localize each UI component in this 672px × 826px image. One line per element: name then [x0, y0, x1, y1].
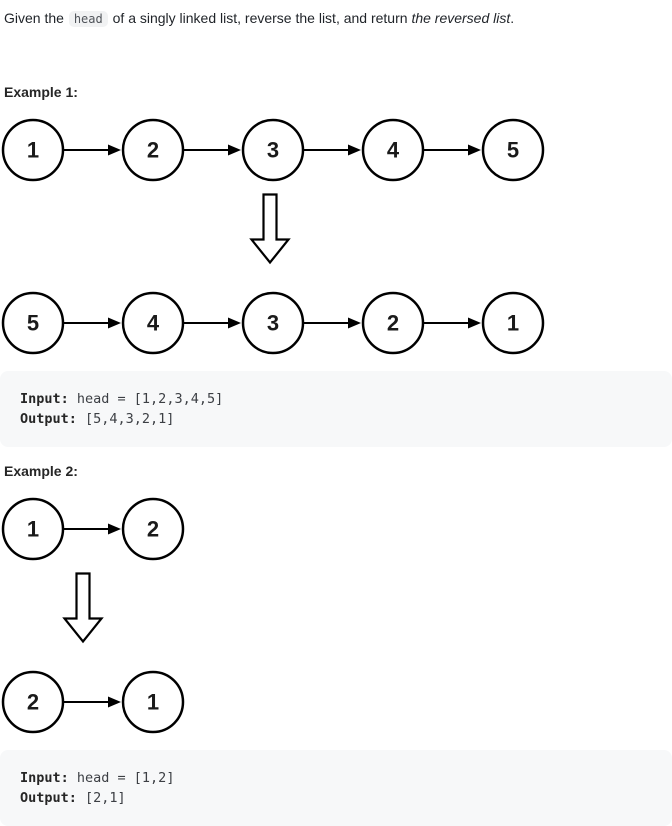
linked-list-svg: 1 2 3 4 5 — [1, 118, 545, 182]
example-1: Example 1: 1 2 3 4 5 5 4 3 2 1 Input: head = [1,… — [0, 85, 672, 447]
node-circle — [121, 118, 185, 182]
node-circle — [481, 118, 545, 182]
problem-text-period: . — [510, 10, 515, 26]
inline-code-head: head — [68, 11, 108, 27]
input-label: Input: — [20, 391, 69, 407]
linked-list-svg: 5 4 3 2 1 — [1, 291, 545, 355]
next-pointer-arrowhead — [108, 144, 121, 156]
next-pointer-arrowhead — [468, 317, 481, 329]
output-label: Output: — [20, 790, 77, 806]
next-pointer-arrowhead — [108, 696, 121, 708]
example-label: Example 1: — [4, 84, 78, 100]
node-value: 1 — [27, 138, 39, 163]
down-arrow-icon — [61, 572, 672, 649]
node-value: 3 — [267, 138, 279, 163]
node-circle — [1, 291, 65, 355]
node-circle — [241, 291, 305, 355]
problem-statement: Given the head of a singly linked list, … — [4, 8, 662, 29]
output-label: Output: — [20, 411, 77, 427]
node-value: 2 — [147, 138, 159, 163]
problem-text-before: Given the — [4, 10, 68, 26]
node-value: 5 — [27, 311, 39, 336]
node-circle — [361, 291, 425, 355]
example-io-block: Input: head = [1,2,3,4,5] Output: [5,4,3… — [0, 371, 672, 447]
down-arrow-icon — [248, 193, 672, 270]
node-circle — [121, 291, 185, 355]
problem-text-emphasis: the reversed list — [411, 10, 511, 26]
node-value: 1 — [147, 690, 159, 715]
node-value: 3 — [267, 311, 279, 336]
linked-list-after: 5 4 3 2 1 — [0, 289, 672, 362]
problem-text-middle: of a singly linked list, reverse the lis… — [108, 10, 412, 26]
input-value: head = [1,2,3,4,5] — [68, 391, 224, 407]
node-value: 2 — [387, 311, 399, 336]
node-value: 5 — [507, 138, 519, 163]
linked-list-before: 1 2 3 4 5 — [0, 116, 672, 189]
input-label: Input: — [20, 770, 69, 786]
output-value: [5,4,3,2,1] — [76, 411, 175, 427]
next-pointer-arrowhead — [468, 144, 481, 156]
node-value: 1 — [27, 517, 39, 542]
next-pointer-arrowhead — [348, 144, 361, 156]
node-circle — [1, 118, 65, 182]
node-circle — [241, 118, 305, 182]
node-value: 2 — [27, 690, 39, 715]
node-circle — [481, 291, 545, 355]
node-circle — [361, 118, 425, 182]
node-circle — [121, 670, 185, 734]
node-circle — [121, 497, 185, 561]
output-value: [2,1] — [76, 790, 126, 806]
node-value: 4 — [387, 138, 400, 163]
example-label: Example 2: — [4, 463, 78, 479]
next-pointer-arrowhead — [108, 317, 121, 329]
input-value: head = [1,2] — [68, 770, 175, 786]
next-pointer-arrowhead — [228, 317, 241, 329]
next-pointer-arrowhead — [108, 523, 121, 535]
node-value: 1 — [507, 311, 519, 336]
next-pointer-arrowhead — [348, 317, 361, 329]
example-io-block: Input: head = [1,2] Output: [2,1] — [0, 750, 672, 826]
node-value: 4 — [147, 311, 160, 336]
next-pointer-arrowhead — [228, 144, 241, 156]
node-circle — [1, 497, 65, 561]
node-value: 2 — [147, 517, 159, 542]
node-circle — [1, 670, 65, 734]
